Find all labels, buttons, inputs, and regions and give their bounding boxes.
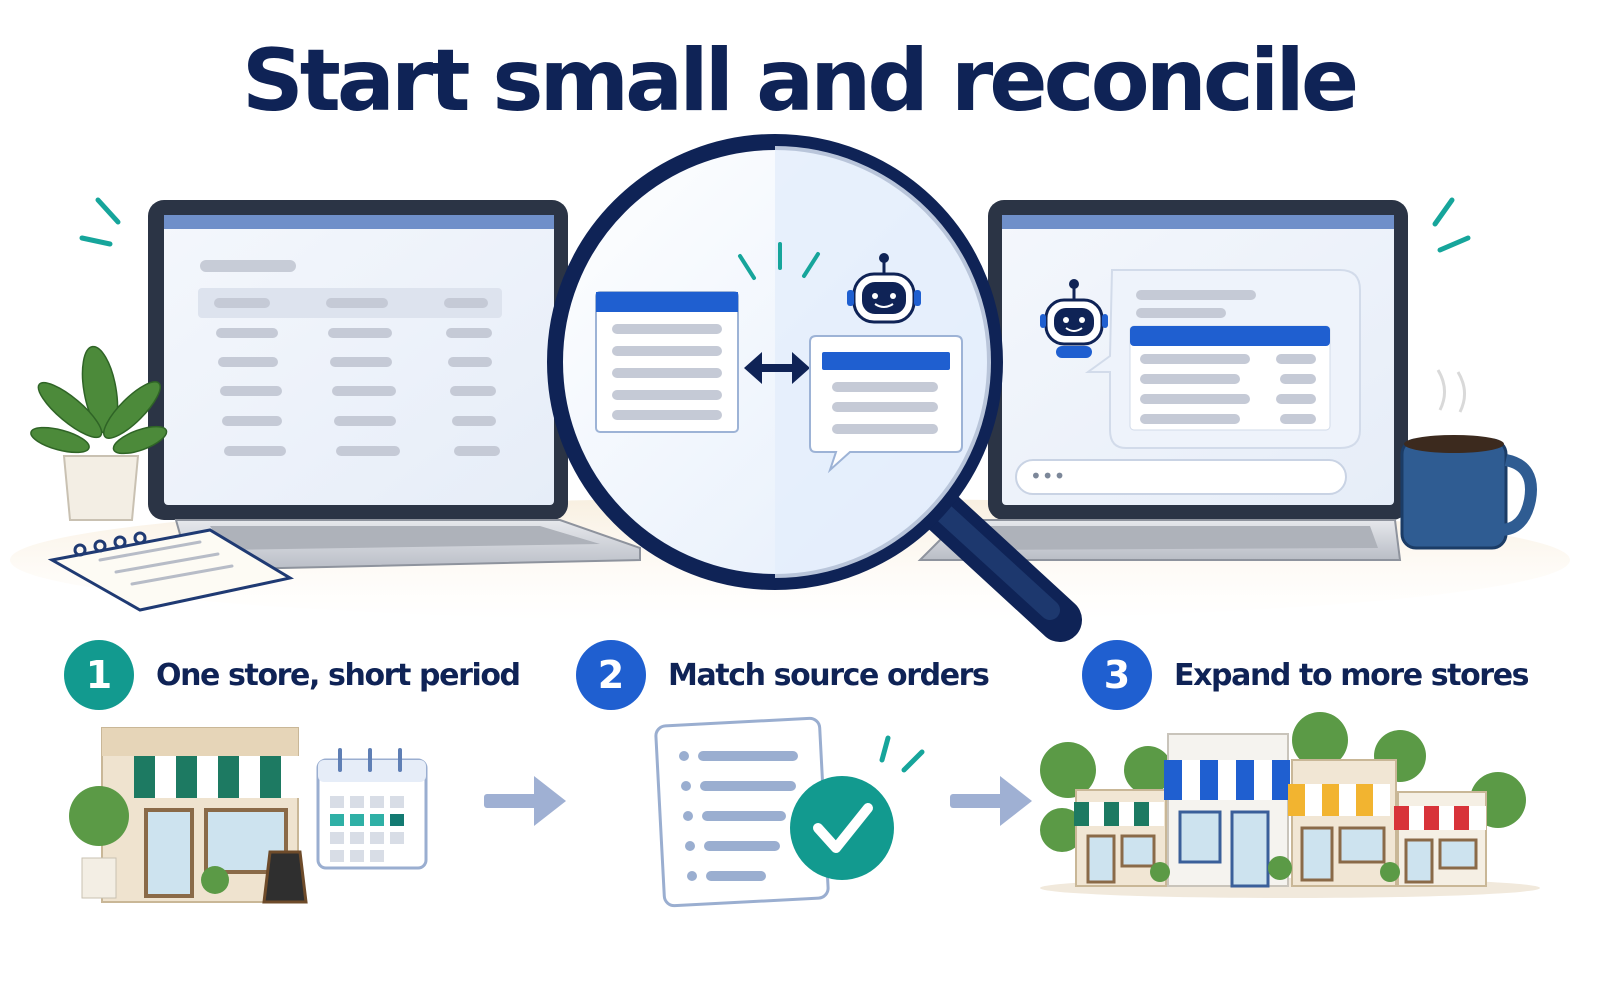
calendar-icon: [316, 748, 428, 870]
left-laptop: [148, 200, 641, 572]
awning: [134, 756, 302, 798]
step-1: 1 One store, short period: [64, 640, 521, 710]
chatbot-icon: [1040, 279, 1108, 358]
headline: Start small and reconcile: [241, 31, 1359, 131]
potted-plant-icon: [30, 345, 168, 521]
checklist-document-icon: [654, 716, 830, 908]
spreadsheet-table: [214, 298, 500, 456]
step-2-number-badge: 2: [576, 640, 646, 710]
row-of-storefronts-illustration: [1040, 712, 1540, 898]
arrow-right-icon: [484, 776, 566, 826]
chat-input-placeholder: •••: [1030, 464, 1065, 488]
compare-arrow-icon: [744, 352, 810, 384]
step-3: 3 Expand to more stores: [1082, 640, 1530, 710]
storefront-illustration: [69, 727, 308, 904]
sparkle-left-icon: [79, 197, 121, 247]
sparkle-check-icon: [879, 735, 925, 773]
step-3-number-badge: 3: [1082, 640, 1152, 710]
magnifying-glass-icon: [547, 134, 1082, 642]
checkmark-icon: [790, 776, 894, 880]
step-2-label: Match source orders: [668, 657, 990, 693]
step-2: 2 Match source orders: [576, 640, 990, 710]
chat-input-box: [1015, 459, 1347, 495]
step-3-label: Expand to more stores: [1174, 657, 1530, 693]
step-1-number-badge: 1: [64, 640, 134, 710]
notepad-icon: [47, 528, 295, 612]
right-laptop: •••: [917, 200, 1408, 561]
sparkle-right-icon: [1432, 197, 1471, 253]
chatbot-icon: [847, 253, 921, 324]
step-1-label: One store, short period: [156, 657, 521, 693]
coffee-mug-icon: [1400, 369, 1537, 550]
arrow-right-icon: [950, 776, 1032, 826]
